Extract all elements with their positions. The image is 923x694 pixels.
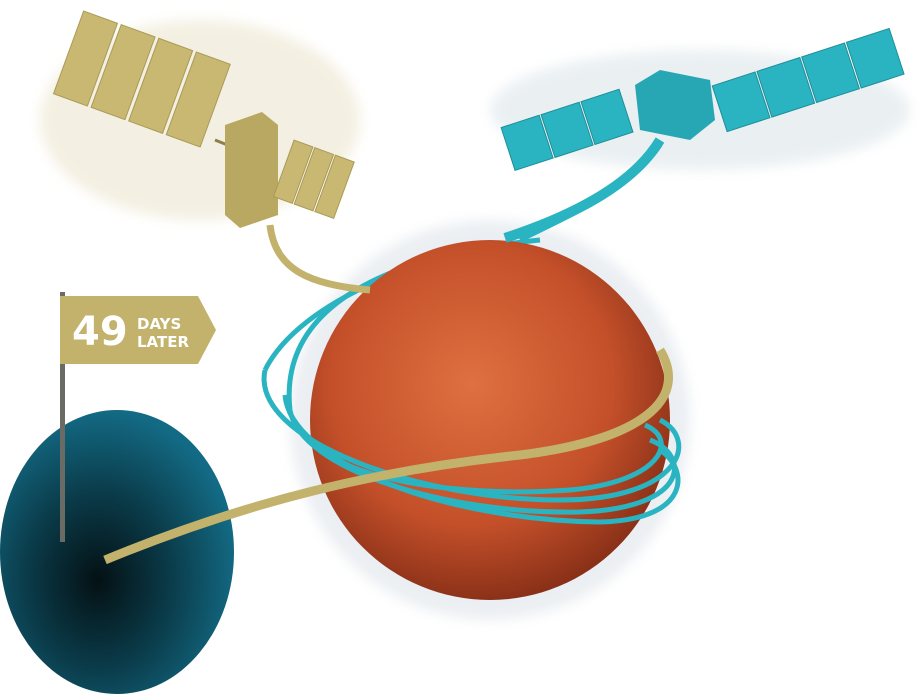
solar-panel-left — [52, 10, 231, 148]
solar-panel-left — [500, 88, 634, 172]
solar-panel-right — [711, 27, 905, 133]
flag-label-days: DAYS — [137, 315, 181, 333]
satellite-teal-body — [635, 70, 715, 140]
flag-label-later: LATER — [137, 333, 189, 351]
gold-trail — [103, 347, 673, 565]
satellite-gold — [52, 10, 355, 228]
flag-number: 49 — [72, 309, 128, 355]
flag-pole — [60, 292, 65, 542]
planet — [310, 240, 670, 600]
satellite-teal — [500, 27, 905, 172]
solar-panel-right — [272, 139, 355, 220]
gold-tether — [266, 224, 371, 294]
teal-tether — [503, 137, 665, 243]
satellite-gold-body — [225, 112, 278, 228]
flag: 49 DAYS LATER — [60, 296, 216, 364]
